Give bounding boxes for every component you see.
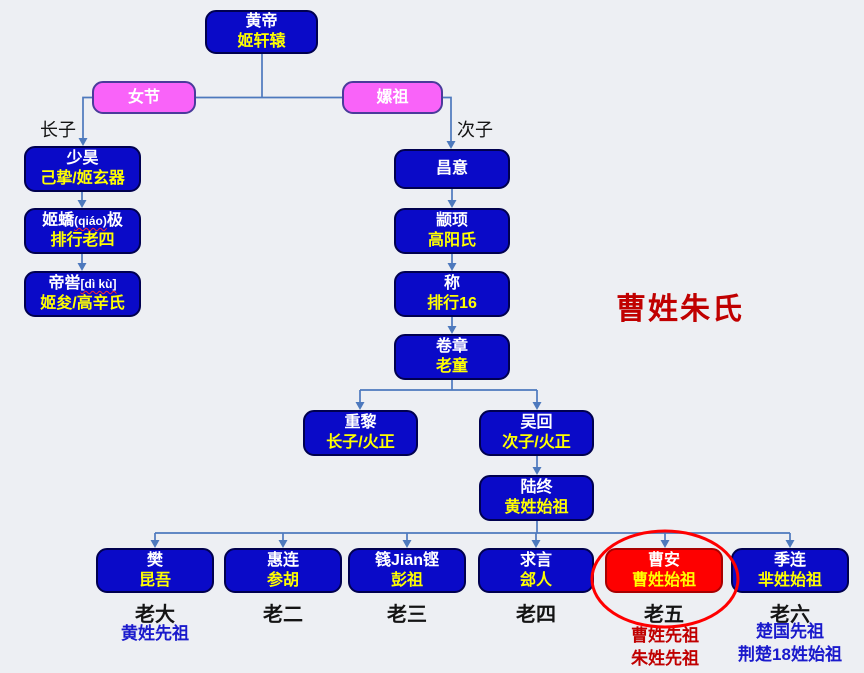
node-wuhui-name: 吴回 <box>520 414 553 431</box>
node-zhuanxu-name: 颛顼 <box>435 212 468 229</box>
node-shaohao: 少昊 己挚/姬玄器 <box>24 146 141 192</box>
rank-label-second: 老二 <box>263 604 303 626</box>
node-huangdi-alias: 姬轩辕 <box>237 33 286 50</box>
node-qiuyan-name: 求言 <box>519 551 552 569</box>
node-diku-name: 帝喾[dì kù] <box>48 274 116 294</box>
note-huang-ancestor: 黄姓先祖 <box>121 624 189 643</box>
branch-label-second-son: 次子 <box>457 120 493 140</box>
node-changyi: 昌意 <box>394 149 510 189</box>
node-huangdi: 黄帝 姬轩辕 <box>205 10 318 54</box>
node-luzhong-alias: 黄姓始祖 <box>504 499 569 516</box>
node-jilian-alias: 芈姓始祖 <box>757 571 822 589</box>
node-diku-name-pre: 帝喾 <box>48 275 81 292</box>
node-cheng: 称 排行16 <box>394 271 510 317</box>
node-wuhui: 吴回 次子/火正 <box>479 410 594 456</box>
node-huilian-alias: 参胡 <box>266 571 299 589</box>
node-qiuyan: 求言 郐人 <box>478 548 594 593</box>
note-cao-zhu-ancestor: 曹姓先祖 朱姓先祖 <box>596 624 734 670</box>
node-nvjie: 女节 <box>92 81 196 114</box>
node-juanzhang-alias: 老童 <box>435 358 468 375</box>
node-cheng-name: 称 <box>443 275 460 292</box>
node-huangdi-name: 黄帝 <box>245 13 278 30</box>
rank-label-first: 老大 <box>135 604 175 626</box>
node-zhongli-alias: 长子/火正 <box>326 434 395 451</box>
node-qiuyan-alias: 郐人 <box>519 571 552 589</box>
node-caoan-name: 曹安 <box>647 551 680 569</box>
rank-label-fifth: 老五 <box>644 604 684 626</box>
node-luzhong: 陆终 黄姓始祖 <box>479 475 594 521</box>
node-juanzhang: 卷章 老童 <box>394 334 510 380</box>
node-diku: 帝喾[dì kù] 姬夋/高辛氏 <box>24 271 141 317</box>
rank-label-third: 老三 <box>387 604 427 626</box>
node-jiqiaoji-name-post: 极 <box>106 212 123 229</box>
node-shaohao-alias: 己挚/姬玄器 <box>40 170 125 187</box>
headline-cao-zhu: 曹姓朱氏 <box>616 293 744 326</box>
note-cao-ancestor-line: 曹姓先祖 <box>631 626 699 645</box>
node-jiankeng: 篯Jiān铿 彭祖 <box>348 548 466 593</box>
node-jilian: 季连 芈姓始祖 <box>731 548 849 593</box>
node-jiqiaoji-name: 姬蟜(qiáo)极 <box>42 211 123 231</box>
rank-label-fourth: 老四 <box>516 604 556 626</box>
node-fan: 樊 昆吾 <box>96 548 214 593</box>
note-chu-ancestor: 楚国先祖 荆楚18姓始祖 <box>716 620 864 666</box>
node-diku-pinyin: [dì kù] <box>80 277 117 291</box>
node-changyi-name: 昌意 <box>435 160 468 177</box>
node-leizu-name: 嫘祖 <box>376 88 409 106</box>
note-chu-ancestor-line: 楚国先祖 <box>756 622 824 641</box>
node-fan-alias: 昆吾 <box>138 571 171 589</box>
node-huilian-name: 惠连 <box>266 551 299 569</box>
branch-label-eldest-son: 长子 <box>40 120 76 140</box>
node-leizu: 嫘祖 <box>342 81 443 114</box>
rank-label-sixth: 老六 <box>770 604 810 626</box>
note-jingchu-ancestor-line: 荆楚18姓始祖 <box>738 645 842 664</box>
node-jiqiaoji-alias: 排行老四 <box>50 232 115 249</box>
node-jiankeng-alias: 彭祖 <box>390 571 423 589</box>
node-fan-name: 樊 <box>146 551 163 569</box>
node-jiqiaoji: 姬蟜(qiáo)极 排行老四 <box>24 208 141 254</box>
node-jiqiaoji-pinyin: (qiáo) <box>74 214 107 228</box>
node-caoan: 曹安 曹姓始祖 <box>605 548 723 593</box>
node-jiankeng-name: 篯Jiān铿 <box>374 551 440 569</box>
note-zhu-ancestor-line: 朱姓先祖 <box>631 649 699 668</box>
node-zhuanxu-alias: 高阳氏 <box>427 232 476 249</box>
node-juanzhang-name: 卷章 <box>435 338 468 355</box>
node-shaohao-name: 少昊 <box>66 150 99 167</box>
node-wuhui-alias: 次子/火正 <box>502 434 571 451</box>
node-cheng-alias: 排行16 <box>427 295 477 312</box>
node-diku-alias: 姬夋/高辛氏 <box>40 295 125 312</box>
node-zhuanxu: 颛顼 高阳氏 <box>394 208 510 254</box>
node-luzhong-name: 陆终 <box>520 479 553 496</box>
node-caoan-alias: 曹姓始祖 <box>631 571 696 589</box>
node-jiqiaoji-name-pre: 姬蟜 <box>42 212 75 229</box>
node-zhongli-name: 重黎 <box>344 414 377 431</box>
node-zhongli: 重黎 长子/火正 <box>303 410 418 456</box>
node-nvjie-name: 女节 <box>127 88 160 106</box>
node-jilian-name: 季连 <box>773 551 806 569</box>
node-huilian: 惠连 参胡 <box>224 548 342 593</box>
